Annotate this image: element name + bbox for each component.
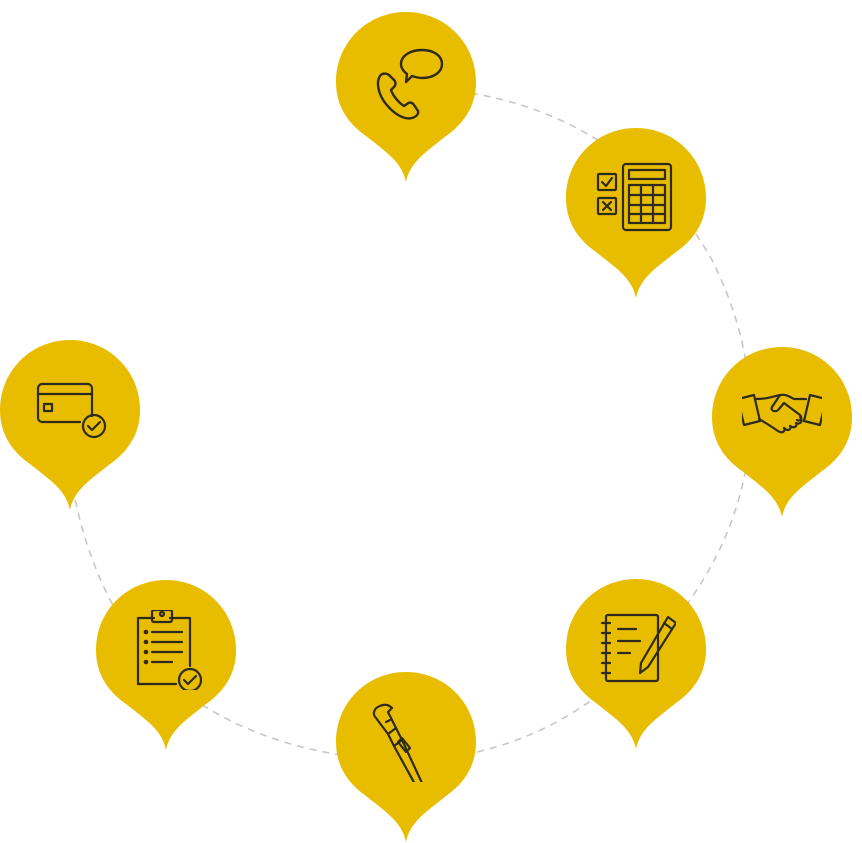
pin-marker: [336, 672, 476, 842]
pin-marker: [336, 12, 476, 182]
handshake-icon: [742, 393, 822, 434]
calculator-checklist-icon: [596, 162, 673, 232]
phone-chat-icon: [376, 48, 444, 120]
pin-marker: [566, 579, 706, 749]
pin-marker: [0, 340, 140, 510]
pin-notepad-pencil[interactable]: [566, 579, 706, 749]
pin-phone-chat[interactable]: [336, 12, 476, 182]
credit-card-check-icon: [36, 382, 107, 439]
clipboard-check-icon: [136, 610, 203, 690]
pin-credit-card-check[interactable]: [0, 340, 140, 510]
pin-clipboard-check[interactable]: [96, 580, 236, 750]
pipe-wrench-icon: [372, 703, 423, 782]
pin-marker: [96, 580, 236, 750]
pin-pipe-wrench[interactable]: [336, 672, 476, 842]
pin-handshake[interactable]: [712, 347, 852, 517]
notepad-pencil-icon: [600, 613, 676, 683]
pin-calculator-checklist[interactable]: [566, 128, 706, 298]
